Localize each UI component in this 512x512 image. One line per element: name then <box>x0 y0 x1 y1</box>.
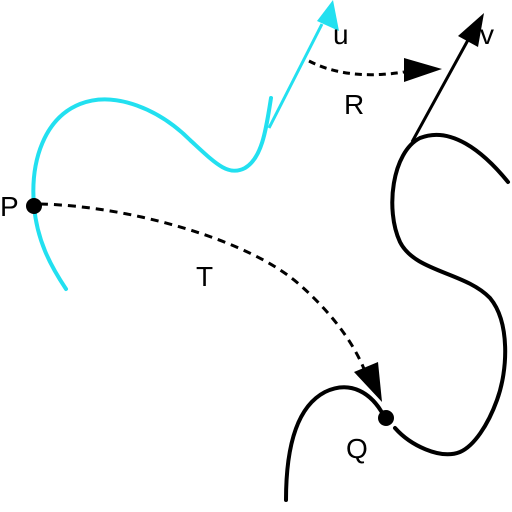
label-t: T <box>196 261 213 292</box>
point-q-marker <box>378 410 394 426</box>
label-r: R <box>344 89 364 120</box>
map-t-dashed-arrow <box>39 202 368 375</box>
black-s-curve <box>390 132 510 457</box>
label-u: u <box>333 19 349 50</box>
tangent-vector-v-head <box>458 13 484 47</box>
tangent-vector-u <box>267 23 324 129</box>
tangent-vector-u-head <box>317 0 339 31</box>
map-r-arrowhead <box>404 58 442 82</box>
tangent-vector-v <box>410 39 470 143</box>
point-p-marker <box>26 198 42 214</box>
label-p: P <box>0 191 19 222</box>
label-q: Q <box>346 433 368 464</box>
label-v: v <box>480 19 494 50</box>
map-r-dashed-arrow <box>308 59 405 77</box>
cyan-curve <box>31 96 273 291</box>
black-curve-near-q <box>284 385 387 502</box>
map-t-arrowhead <box>354 362 382 402</box>
